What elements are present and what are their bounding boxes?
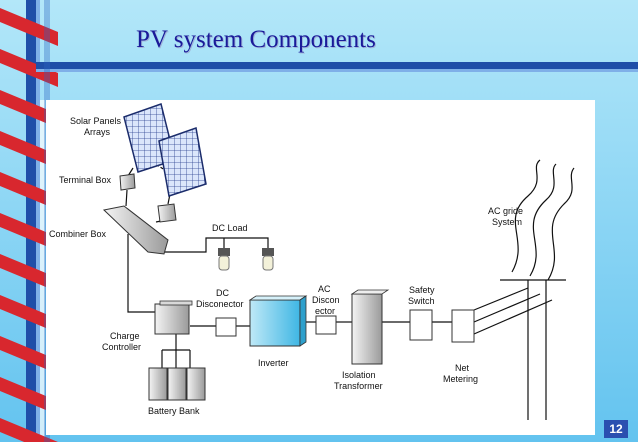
spiral-band xyxy=(0,418,58,447)
label-solar-panels-line1: Solar Panels xyxy=(70,116,122,126)
label-ac-disconnector-line3: ector xyxy=(315,306,335,316)
label-ac-grid-system: AC gride System xyxy=(488,206,526,227)
safety-switch-shape xyxy=(409,309,433,341)
spiral-band xyxy=(0,172,58,210)
spiral-band xyxy=(0,8,58,46)
charge-controller-shape xyxy=(154,300,193,335)
label-solar-panels: Solar Panels Arrays xyxy=(70,116,124,137)
label-isolation-transformer-line1: Isolation xyxy=(342,370,376,380)
label-ac-disconnector-line2: Discon xyxy=(312,295,340,305)
dc-load-bulbs xyxy=(218,248,274,271)
ac-disconnector-shape xyxy=(315,315,337,335)
diagram-labels: Solar Panels Arrays Terminal Box Combine… xyxy=(49,116,526,416)
label-ac-disconnector: AC Discon ector xyxy=(312,284,342,316)
spiral-band xyxy=(0,213,58,251)
label-dc-load: DC Load xyxy=(212,223,248,233)
solar-panel-array xyxy=(123,103,207,197)
label-battery-bank: Battery Bank xyxy=(148,406,200,416)
label-ac-grid-system-line1: AC gride xyxy=(488,206,523,216)
spiral-band xyxy=(0,254,58,292)
label-inverter: Inverter xyxy=(258,358,289,368)
label-net-metering: Net Metering xyxy=(443,363,478,384)
combiner-box-shape xyxy=(102,205,169,255)
label-ac-grid-system-line2: System xyxy=(492,217,522,227)
label-safety-switch-line1: Safety xyxy=(409,285,435,295)
label-safety-switch: Safety Switch xyxy=(408,285,437,306)
spiral-band xyxy=(0,49,58,87)
dc-disconnector-shape xyxy=(215,317,237,337)
label-isolation-transformer-line2: Transformer xyxy=(334,381,383,391)
label-charge-controller-line2: Controller xyxy=(102,342,141,352)
spiral-band xyxy=(0,131,58,169)
label-combiner-box: Combiner Box xyxy=(49,229,107,239)
label-solar-panels-line2: Arrays xyxy=(84,127,111,137)
spiral-red-bands xyxy=(0,8,58,447)
spiral-binding-decoration xyxy=(26,0,45,442)
terminal-box-shapes xyxy=(119,173,177,223)
label-dc-disconnector: DC Disconector xyxy=(196,288,244,309)
label-dc-disconnector-line2: Disconector xyxy=(196,299,244,309)
label-net-metering-line2: Metering xyxy=(443,374,478,384)
page-number-badge: 12 xyxy=(604,420,628,438)
label-dc-disconnector-line1: DC xyxy=(216,288,229,298)
label-terminal-box: Terminal Box xyxy=(59,175,112,185)
battery-bank-shape xyxy=(148,367,206,401)
spiral-band xyxy=(0,377,58,415)
spiral-band xyxy=(0,336,58,374)
spiral-band xyxy=(0,295,58,333)
label-safety-switch-line2: Switch xyxy=(408,296,435,306)
label-charge-controller: Charge Controller xyxy=(102,331,142,352)
inverter-shape xyxy=(248,295,308,347)
spiral-band xyxy=(0,90,58,128)
label-ac-disconnector-line1: AC xyxy=(318,284,331,294)
pv-system-diagram: Solar Panels Arrays Terminal Box Combine… xyxy=(49,103,575,420)
net-metering-shape xyxy=(451,309,475,343)
label-isolation-transformer: Isolation Transformer xyxy=(334,370,383,391)
slide-title: PV system Components xyxy=(136,26,376,53)
isolation-transformer-shape xyxy=(350,289,390,365)
wiring xyxy=(125,147,575,420)
label-charge-controller-line1: Charge xyxy=(110,331,140,341)
label-net-metering-line1: Net xyxy=(455,363,470,373)
